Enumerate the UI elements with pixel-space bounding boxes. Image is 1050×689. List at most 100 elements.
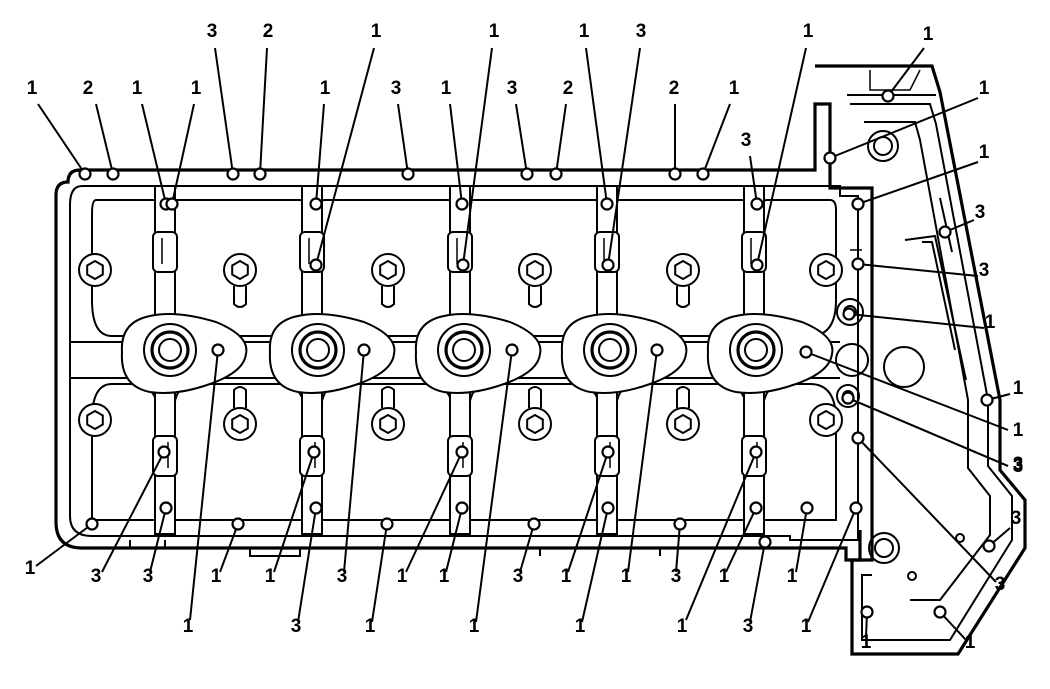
bolt-hole (749, 445, 763, 459)
leader-line (567, 451, 609, 573)
leader-line (585, 47, 608, 205)
plug-bore-inner (452, 338, 476, 362)
callout-label: 3 (1013, 456, 1024, 477)
leader-line (189, 349, 219, 621)
callout-label: 3 (975, 202, 986, 223)
leader-line (371, 523, 388, 623)
leader-line (397, 103, 409, 175)
bolt-tab (676, 286, 690, 308)
leader-line (627, 349, 658, 573)
leader-line (749, 541, 766, 623)
hex-bolt-head (674, 413, 692, 435)
leader-line (555, 103, 567, 175)
leader-line (607, 47, 641, 266)
bolt-hole (309, 258, 323, 272)
callout-label: 1 (861, 632, 872, 653)
callout-label: 1 (265, 566, 276, 587)
leader-line (807, 507, 857, 623)
callout-label: 3 (995, 574, 1006, 595)
lower-bay (319, 383, 455, 521)
callout-label: 3 (291, 616, 302, 637)
callout-label: 2 (563, 78, 574, 99)
bolt-tab (676, 386, 690, 408)
bolt-hole (881, 89, 895, 103)
hex-bolt (371, 407, 405, 441)
callout-label: 1 (191, 78, 202, 99)
callout-label: 1 (677, 616, 688, 637)
callout-label: 3 (391, 78, 402, 99)
callout-label: 3 (337, 566, 348, 587)
leader-line (35, 523, 93, 567)
bolt-hole (849, 501, 863, 515)
hex-bolt-head (526, 413, 544, 435)
callout-label: 1 (801, 616, 812, 637)
callout-label: 1 (132, 78, 143, 99)
bolt-hole (851, 197, 865, 211)
bolt-hole (841, 391, 855, 405)
hex-bolt-head (86, 409, 104, 431)
leader-line (37, 103, 86, 175)
callout-label: 1 (719, 566, 730, 587)
callout-label: 1 (729, 78, 740, 99)
bolt-hole (505, 343, 519, 357)
plug-bore-outer (583, 323, 637, 377)
plug-bore-outer (291, 323, 345, 377)
bolt-hole (982, 539, 996, 553)
callout-label: 1 (575, 616, 586, 637)
hex-bolt (809, 253, 843, 287)
callout-label: 1 (27, 78, 38, 99)
cylinder-head-outline (54, 102, 874, 562)
leader-line (857, 161, 979, 205)
leader-line (857, 263, 979, 277)
callout-label: 1 (923, 24, 934, 45)
plug-bore-inner (158, 338, 182, 362)
leader-line (273, 451, 315, 573)
hex-bolt (809, 403, 843, 437)
bolt-hole (211, 343, 225, 357)
hex-bolt (78, 253, 112, 287)
bolt-hole (800, 501, 814, 515)
hex-bolt (223, 407, 257, 441)
bolt-hole (860, 605, 874, 619)
bolt-hole (750, 258, 764, 272)
callout-label: 3 (1011, 508, 1022, 529)
callout-label: 1 (320, 78, 331, 99)
leader-line (259, 47, 268, 175)
bolt-hole (456, 258, 470, 272)
bolt-tab (528, 386, 542, 408)
bolt-hole (758, 535, 772, 549)
plug-bore-inner (306, 338, 330, 362)
hex-bolt (518, 407, 552, 441)
leader-line (848, 313, 985, 329)
callout-label: 1 (211, 566, 222, 587)
bolt-hole (650, 343, 664, 357)
plug-bore-ring (736, 330, 776, 370)
hex-bolt-head (231, 259, 249, 281)
bolt-hole (85, 517, 99, 531)
hex-bolt-head (526, 259, 544, 281)
bolt-hole (851, 257, 865, 271)
plug-bore-inner (744, 338, 768, 362)
bolt-hole (455, 501, 469, 515)
hex-bolt (371, 253, 405, 287)
bolt-tab (381, 386, 395, 408)
hex-bolt (666, 253, 700, 287)
bolt-hole (253, 167, 267, 181)
bolt-tab (233, 286, 247, 308)
leader-line (95, 103, 114, 175)
leader-line (847, 397, 1009, 467)
bolt-boss (152, 231, 178, 273)
leader-line (297, 507, 317, 623)
hex-bolt-head (231, 413, 249, 435)
bolt-tab (528, 286, 542, 308)
callout-label: 1 (469, 616, 480, 637)
callout-label: 1 (1013, 420, 1024, 441)
bolt-tab (381, 286, 395, 308)
spark-plug-seat (414, 313, 542, 394)
callout-label: 3 (91, 566, 102, 587)
bolt-hole (106, 167, 120, 181)
head-internals (70, 185, 843, 535)
callout-label: 1 (621, 566, 632, 587)
leader-line (887, 47, 925, 97)
hex-bolt-head (379, 413, 397, 435)
